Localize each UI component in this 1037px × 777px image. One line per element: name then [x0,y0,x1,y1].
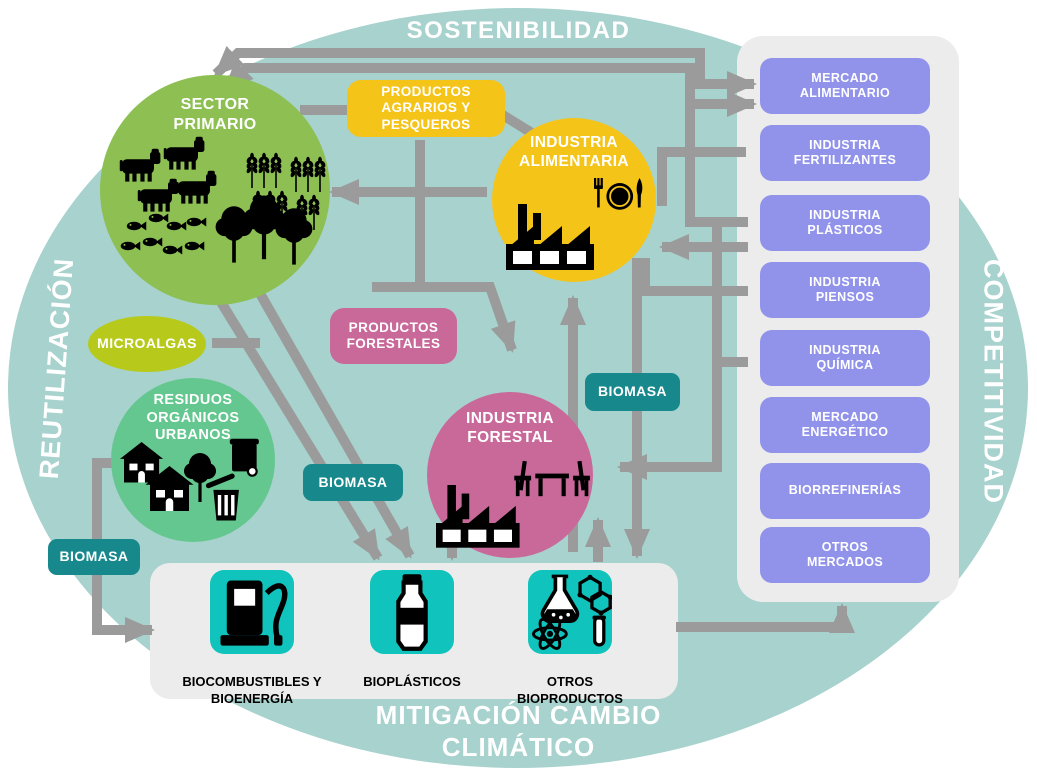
biomasa-right-text: BIOMASA [598,383,667,400]
market-item-otros-mercados: OTROS MERCADOS [760,527,930,583]
primary-sector-icons [119,136,327,265]
label-mitigacion-cambio-climatico: MITIGACIÓN CAMBIO CLIMÁTICO [375,700,662,762]
tile-biocombustibles [210,570,294,654]
tile-label-text: OTROS BIOPRODUCTOS [517,674,623,706]
market-item-label: MERCADO ENERGÉTICO [801,409,889,439]
market-item-industria-fertilizantes: INDUSTRIA FERTILIZANTES [760,125,930,181]
label-sostenibilidad: SOSTENIBILIDAD [406,17,631,44]
market-item-industria-plasticos: INDUSTRIA PLÁSTICOS [760,195,930,251]
market-item-label: INDUSTRIA QUÍMICA [809,342,881,372]
biomasa-left-text: BIOMASA [59,548,129,565]
market-item-mercado-alimentario: MERCADO ALIMENTARIO [760,58,930,114]
productos-agrarios-text: PRODUCTOS AGRARIOS Y PESQUEROS [381,83,471,132]
microalgas-text: MICROALGAS [97,335,197,352]
label-productos-agrarios-pesqueros: PRODUCTOS AGRARIOS Y PESQUEROS [347,80,505,137]
productos-forestales-text: PRODUCTOS FORESTALES [346,319,441,351]
market-item-label: INDUSTRIA FERTILIZANTES [793,137,897,167]
label-biomasa-left: BIOMASA [48,539,140,575]
market-item-label: BIORREFINERÍAS [788,483,902,498]
tile-label-otros-bioproductos: OTROS BIOPRODUCTOS [485,658,655,707]
tile-otros-bioproductos [528,570,612,654]
label-competitividad: COMPETITIVIDAD [978,258,1009,504]
bioproducts-icon [531,572,612,654]
urban-waste-icons [119,437,260,521]
market-item-label: OTROS MERCADOS [806,539,884,569]
tile-label-text: BIOCOMBUSTIBLES Y BIOENERGÍA [182,674,322,706]
tile-label-biocombustibles: BIOCOMBUSTIBLES Y BIOENERGÍA [167,658,337,707]
biomasa-center-text: BIOMASA [318,473,388,490]
label-biomasa-center: BIOMASA [303,464,403,501]
market-item-biorrefinerias: BIORREFINERÍAS [760,463,930,519]
market-item-industria-piensos: INDUSTRIA PIENSOS [760,262,930,318]
market-item-label: INDUSTRIA PLÁSTICOS [807,207,883,237]
market-item-label: INDUSTRIA PIENSOS [809,274,881,304]
node-sector-primario: SECTOR PRIMARIO [100,75,330,305]
node-industria-alimentaria-label: INDUSTRIA ALIMENTARIA [518,134,630,170]
tile-bioplasticos [370,570,454,654]
market-item-label: MERCADO ALIMENTARIO [799,70,891,100]
node-industria-forestal-label: INDUSTRIA FORESTAL [466,410,554,446]
tile-label-bioplasticos: BIOPLÁSTICOS [327,658,497,691]
label-biomasa-right: BIOMASA [585,373,680,411]
node-residuos-organicos-urbanos: RESIDUOS ORGÁNICOS URBANOS [111,378,275,542]
tile-label-text: BIOPLÁSTICOS [363,674,461,690]
fuel-pump-icon [210,570,294,654]
forest-industry-icons [436,460,590,548]
label-microalgas: MICROALGAS [88,316,206,372]
label-productos-forestales: PRODUCTOS FORESTALES [330,308,457,364]
node-sector-primario-label: SECTOR PRIMARIO [173,96,257,133]
food-industry-icons [506,177,644,270]
node-industria-alimentaria: INDUSTRIA ALIMENTARIA [492,118,656,282]
plastic-bottle-icon [370,570,454,654]
market-item-mercado-energetico: MERCADO ENERGÉTICO [760,397,930,453]
market-item-industria-quimica: INDUSTRIA QUÍMICA [760,330,930,386]
node-industria-forestal: INDUSTRIA FORESTAL [427,392,593,558]
